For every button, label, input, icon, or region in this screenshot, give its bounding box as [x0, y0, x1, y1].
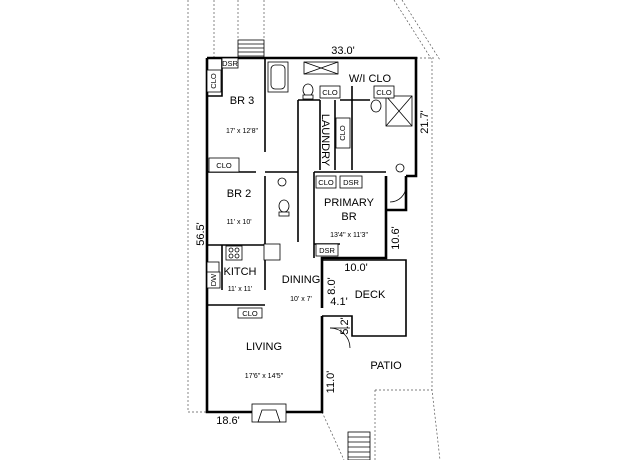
room-name-dining: DINING	[282, 274, 321, 286]
top-stairs	[237, 39, 265, 59]
room-size-br3: 17' x 12'8"	[226, 128, 259, 135]
room-name-br3: BR 3	[230, 95, 254, 107]
clo-label-bath: CLO	[322, 88, 338, 97]
bathtub	[267, 61, 289, 93]
room-name-primary-1: PRIMARY	[324, 197, 375, 209]
closets: DSR CLO CLO CLO CLO CLO CLO DSR DSR DW C…	[206, 57, 395, 319]
dsr-label-lower: DSR	[319, 246, 335, 255]
clo-label-primary: CLO	[318, 178, 334, 187]
clo-label-living: CLO	[242, 309, 258, 318]
clo-label-wic: CLO	[376, 88, 392, 97]
dsr-label-top: DSR	[222, 59, 238, 68]
fridge	[263, 243, 281, 261]
room-size-kitchen: 11' x 11'	[228, 286, 253, 293]
room-name-wiclo: W/I CLO	[349, 73, 392, 85]
bottom-stairs	[347, 431, 371, 460]
toilet-2	[370, 99, 382, 113]
dimension-labels: 33.0' 21.7' 10.6' 56.5' 10.0' 8.0' 4.1' …	[195, 45, 431, 427]
room-name-laundry: LAUNDRY	[319, 114, 331, 167]
room-name-br2: BR 2	[227, 188, 251, 200]
dw-label: DW	[209, 273, 218, 286]
dim-right-upper: 21.7'	[419, 110, 431, 134]
room-size-primary: 13'4" x 11'3"	[330, 232, 368, 239]
dsr-label-primary: DSR	[343, 178, 359, 187]
room-name-primary-2: BR	[341, 211, 356, 223]
room-name-patio: PATIO	[370, 360, 402, 372]
dim-left-height: 56.5'	[195, 222, 207, 246]
room-size-living: 17'6" x 14'5"	[245, 373, 284, 380]
dim-deck-width: 10.0'	[344, 262, 368, 274]
exterior-walls	[205, 56, 418, 414]
stove	[225, 245, 243, 261]
dim-top-width: 33.0'	[331, 45, 355, 57]
door-swings	[329, 185, 407, 349]
room-labels: BR 3 17' x 12'8" BR 2 11' x 10' PRIMARY …	[224, 73, 403, 380]
fireplace	[251, 403, 287, 423]
toilet-1	[302, 83, 314, 97]
dim-deck-5: 5.2'	[339, 317, 351, 334]
dim-living-right: 11.0'	[325, 371, 337, 394]
property-lines	[187, 0, 441, 460]
room-size-br2: 11' x 10'	[226, 219, 251, 226]
dim-bottom-width: 18.6'	[216, 415, 240, 427]
deck-outline	[322, 259, 407, 337]
sink-2	[395, 163, 405, 173]
dim-deck-8: 8.0'	[326, 277, 338, 294]
room-name-deck: DECK	[355, 289, 386, 301]
clo-label-br3: CLO	[209, 73, 218, 89]
toilet-3	[278, 199, 290, 213]
room-size-dining: 10' x 7'	[290, 296, 312, 303]
sink-1	[277, 177, 287, 187]
clo-label-br2: CLO	[216, 161, 232, 170]
room-name-kitchen: KITCH	[224, 266, 257, 278]
dim-deck-4: 4.1'	[330, 296, 347, 308]
dim-right-mid: 10.6'	[390, 226, 402, 250]
clo-label-vertical: CLO	[338, 125, 347, 141]
room-name-living: LIVING	[246, 341, 282, 353]
